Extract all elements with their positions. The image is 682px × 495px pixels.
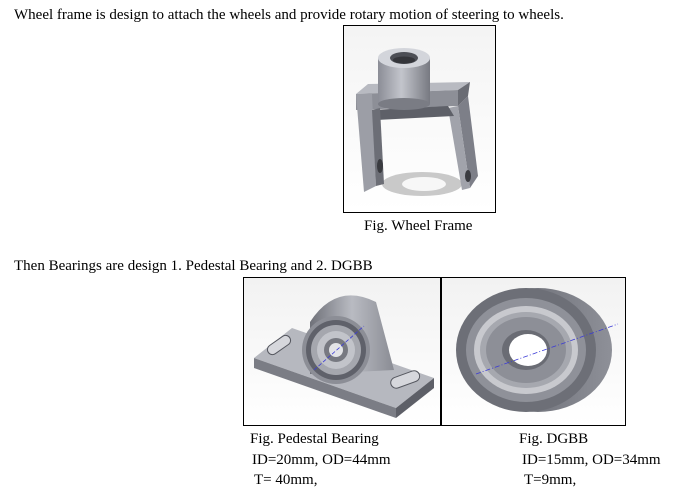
bearings-intro: Then Bearings are design 1. Pedestal Bea… bbox=[14, 258, 373, 274]
dgbb-dims: ID=15mm, OD=34mm bbox=[522, 452, 661, 468]
intro-text: Wheel frame is design to attach the whee… bbox=[14, 7, 564, 23]
wheel-frame-figure bbox=[343, 25, 496, 213]
pedestal-dims: ID=20mm, OD=44mm bbox=[252, 452, 391, 468]
dgbb-caption: Fig. DGBB bbox=[519, 431, 589, 447]
pedestal-bearing-image bbox=[244, 278, 440, 425]
wheel-frame-caption: Fig. Wheel Frame bbox=[364, 218, 473, 234]
wheel-frame-image bbox=[344, 26, 495, 212]
dgbb-figure bbox=[441, 277, 626, 426]
dgbb-thickness: T=9mm, bbox=[524, 472, 577, 488]
pedestal-caption: Fig. Pedestal Bearing bbox=[250, 431, 379, 447]
dgbb-image bbox=[442, 278, 625, 425]
pedestal-thickness: T= 40mm, bbox=[254, 472, 318, 488]
pedestal-bearing-figure bbox=[243, 277, 441, 426]
